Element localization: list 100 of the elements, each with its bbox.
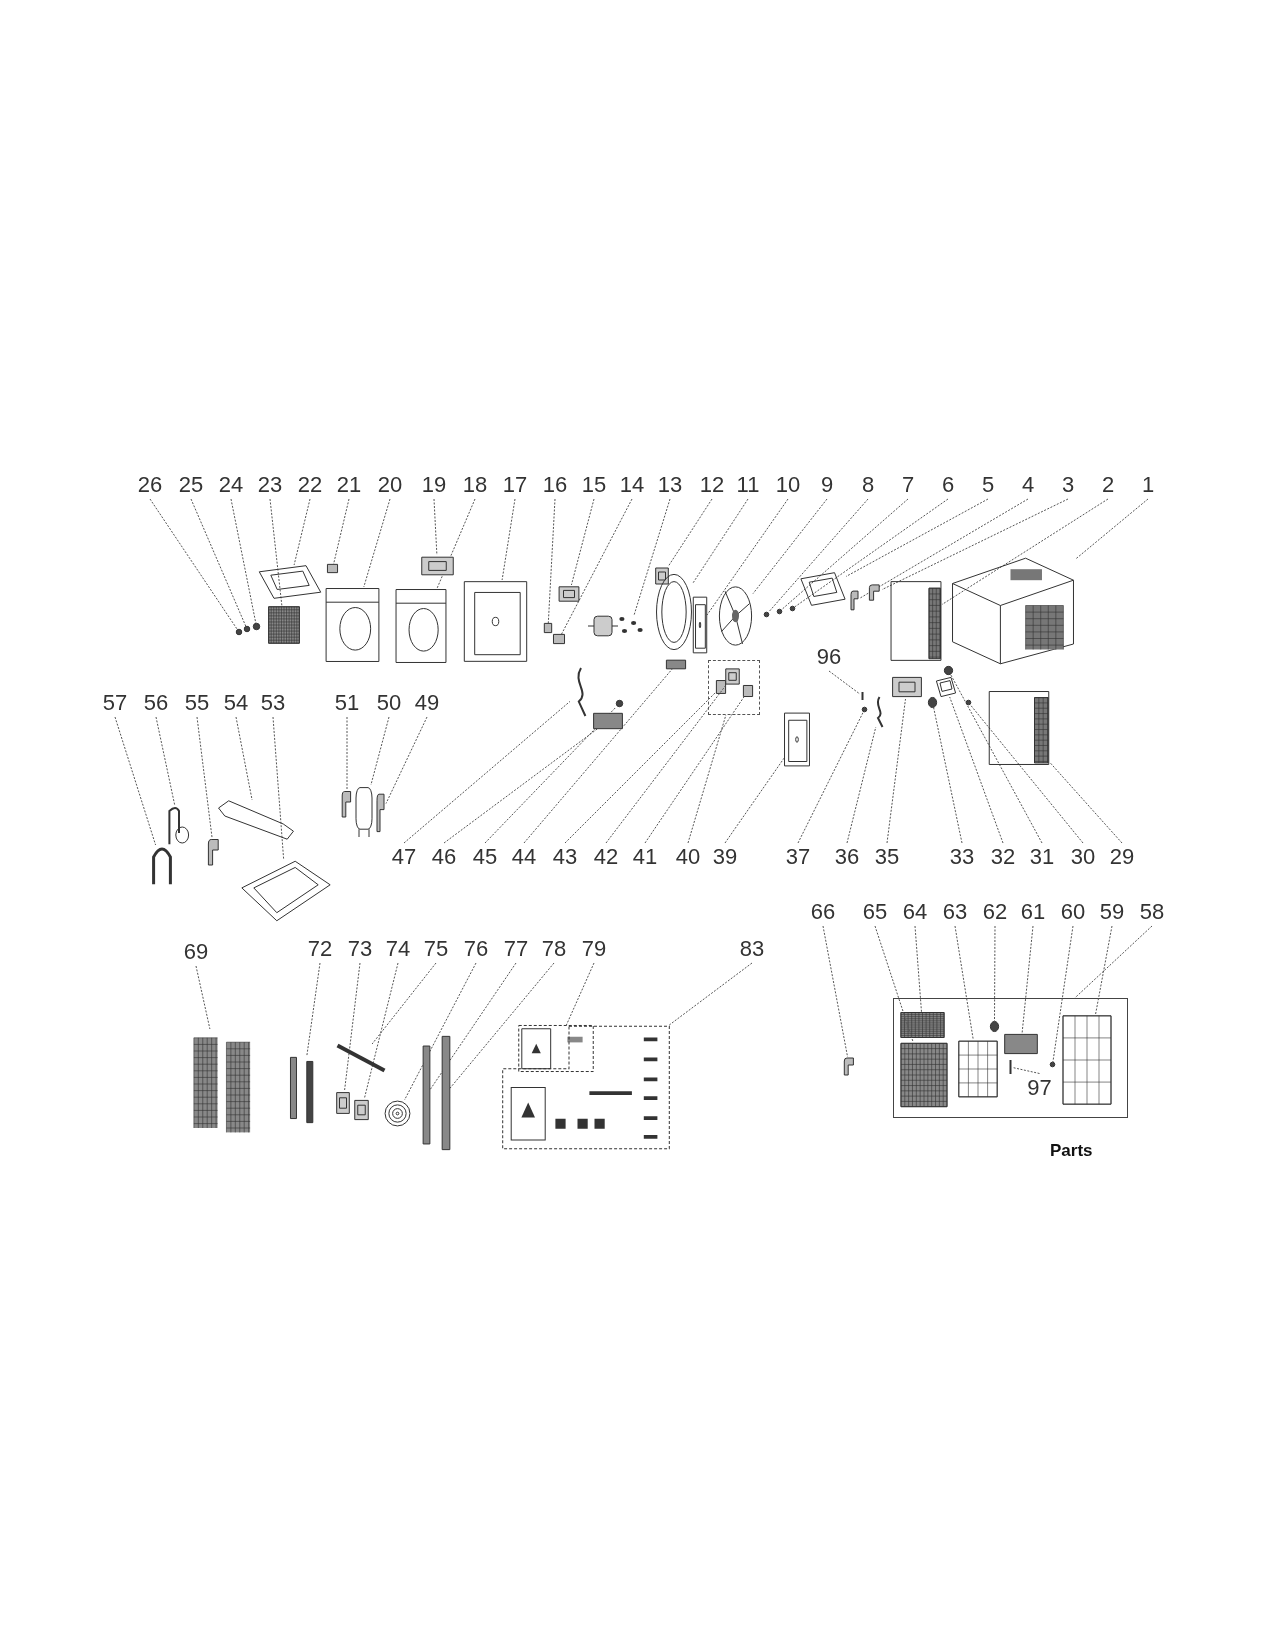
leader-line	[668, 962, 753, 1026]
leader-line	[752, 498, 828, 595]
callout-number: 11	[736, 473, 760, 497]
screw-drawing	[764, 612, 769, 617]
callout-number: 33	[949, 845, 975, 869]
callout-number: 7	[901, 473, 915, 497]
leader-line	[449, 962, 555, 1089]
leader-line	[1075, 498, 1149, 560]
leader-line	[561, 498, 633, 635]
clip-drawing	[843, 1057, 856, 1077]
callout-number: 17	[502, 473, 528, 497]
filter-drawing	[957, 1039, 998, 1098]
callout-number: 18	[462, 473, 488, 497]
leader-line	[371, 962, 437, 1045]
callout-number: 41	[632, 845, 658, 869]
leader-line	[1012, 1067, 1040, 1074]
bar-drawing	[1003, 1033, 1038, 1054]
bar-drawing	[593, 713, 623, 729]
leader-line	[822, 925, 849, 1058]
leader-line	[781, 498, 909, 610]
callout-number: 6	[941, 473, 955, 497]
bar-drawing	[666, 660, 686, 669]
leader-line	[306, 962, 321, 1057]
callout-number: 43	[552, 845, 578, 869]
leader-line	[941, 498, 1109, 605]
leader-line	[404, 962, 477, 1101]
leader-line	[874, 925, 914, 1043]
callout-number: 30	[1070, 845, 1096, 869]
housing-drawing	[325, 587, 380, 663]
leader-line	[1095, 925, 1113, 1015]
strip-drawing	[442, 1034, 450, 1152]
leader-line	[605, 685, 726, 844]
callout-number: 45	[472, 845, 498, 869]
callout-number: 60	[1060, 900, 1086, 924]
leader-line	[950, 674, 1043, 844]
screw-drawing	[236, 629, 242, 635]
leader-line	[269, 498, 283, 607]
leader-line	[523, 668, 673, 844]
leader-line	[501, 498, 516, 581]
callout-number: 62	[982, 900, 1008, 924]
leader-line	[846, 726, 877, 844]
callout-number: 44	[511, 845, 537, 869]
leader-line	[859, 498, 1029, 599]
callout-number: 55	[184, 691, 210, 715]
clip-drawing	[341, 790, 353, 820]
leader-line	[333, 498, 350, 565]
callout-number: 22	[297, 473, 323, 497]
pin-drawing	[1007, 1059, 1013, 1074]
cabinet-drawing	[950, 556, 1076, 666]
callout-number: 9	[820, 473, 834, 497]
clip-drawing	[742, 684, 753, 697]
leader-line	[1052, 925, 1074, 1063]
strip-drawing	[290, 1056, 314, 1124]
screw-drawing	[790, 606, 795, 611]
leader-line	[547, 498, 556, 624]
leader-line	[190, 498, 247, 627]
leader-line	[687, 714, 727, 844]
clip-drawing	[850, 590, 860, 612]
leader-line	[370, 716, 390, 786]
parts-group-frame	[893, 998, 1128, 1118]
leader-line	[344, 962, 361, 1091]
callout-number: 54	[223, 691, 249, 715]
grille-drawing	[899, 1041, 948, 1108]
bracket-drawing	[336, 1090, 350, 1116]
screw-drawing	[616, 700, 623, 707]
kit-sheet-drawing	[518, 1025, 594, 1072]
leader-line	[433, 498, 438, 556]
callout-number: 31	[1029, 845, 1055, 869]
knob-drawing	[944, 666, 953, 675]
compressor-drawing	[354, 785, 374, 837]
leader-line	[797, 711, 864, 844]
callout-number: 26	[137, 473, 163, 497]
clip-drawing	[553, 634, 565, 644]
callout-number: 76	[463, 937, 489, 961]
leader-line	[403, 700, 571, 844]
strip-drawing	[423, 1044, 430, 1146]
callout-number: 12	[699, 473, 725, 497]
leader-line	[155, 716, 176, 806]
callout-number: 72	[307, 937, 333, 961]
filter-drawing	[1061, 1013, 1112, 1106]
callout-number: 36	[834, 845, 860, 869]
callout-number: 78	[541, 937, 567, 961]
fan-blade-drawing	[718, 585, 753, 647]
leader-line	[565, 962, 595, 1026]
pin-drawing	[860, 692, 865, 700]
plate-drawing	[800, 572, 846, 606]
parts-group-frame	[708, 660, 760, 715]
screw-drawing	[777, 609, 782, 614]
callout-number: 61	[1020, 900, 1046, 924]
leader-line	[385, 716, 428, 804]
leader-line	[272, 716, 285, 861]
kit-sheet-drawing	[501, 1025, 671, 1150]
fan-shroud-drawing	[655, 572, 693, 652]
screw-drawing	[1049, 1061, 1055, 1067]
base-pan-drawing	[240, 860, 332, 922]
screw-drawing	[862, 707, 867, 712]
leader-line	[1021, 925, 1034, 1035]
callout-number: 14	[619, 473, 645, 497]
leader-line	[933, 707, 963, 844]
rod-drawing	[336, 1044, 386, 1072]
